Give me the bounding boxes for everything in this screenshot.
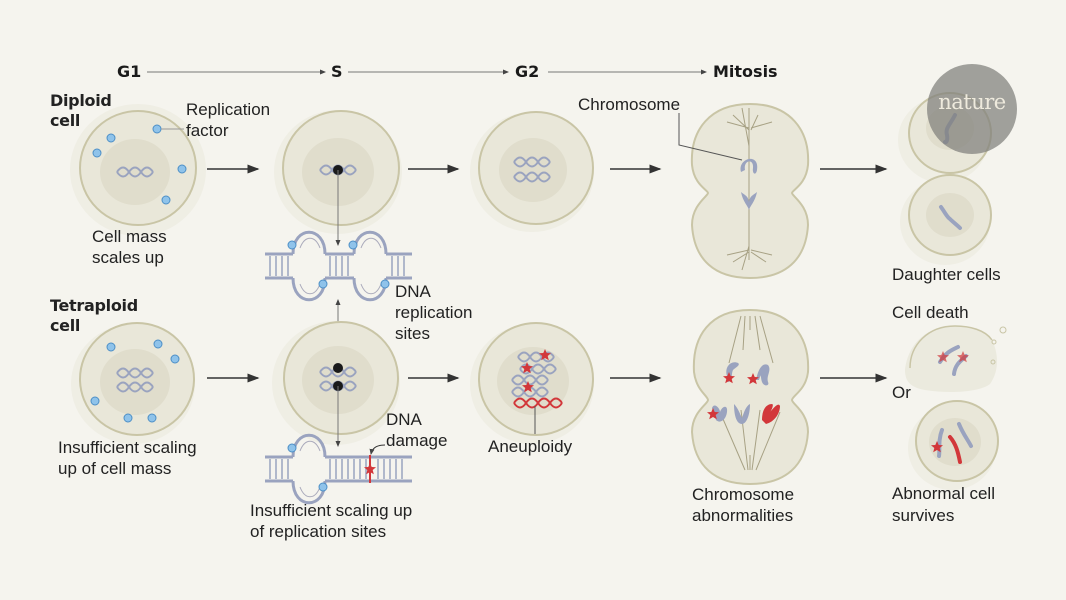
replication-factor-label-2: factor	[186, 121, 229, 140]
daughter-cell-bottom	[900, 174, 992, 265]
insufficient-mass-label: Insufficient scaling	[58, 438, 197, 457]
cell-mass-label: Cell mass	[92, 227, 167, 246]
replication-factor-label: Replication	[186, 100, 271, 119]
tetraploid-s-cell	[272, 321, 400, 447]
daughter-cells-label: Daughter cells	[892, 265, 1001, 284]
nature-logo-text: nature	[938, 90, 1006, 114]
dna-sites-label: DNA	[395, 282, 431, 301]
nature-logo: nature	[927, 64, 1017, 154]
replication-factor-dots	[90, 339, 180, 423]
abnormal-surviving-cell	[908, 400, 999, 490]
chromosome-abnormalities-label: Chromosome	[692, 485, 795, 504]
insufficient-mass-label-2: up of cell mass	[58, 459, 172, 478]
abnormal-cell-label: Abnormal cell	[892, 484, 995, 503]
cell-mass-label-2: scales up	[92, 248, 164, 267]
insufficient-sites-label: Insufficient scaling up	[250, 501, 413, 520]
phase-label-g2: G2	[515, 62, 540, 81]
diploid-title-line2: cell	[50, 111, 81, 130]
chromosome-label: Chromosome	[578, 95, 681, 114]
chromosome-abnormalities-label-2: abnormalities	[692, 506, 794, 525]
insufficient-sites-label-2: of replication sites	[250, 522, 387, 541]
diploid-s-cell	[274, 110, 402, 246]
phase-label-g1: G1	[117, 62, 142, 81]
phase-label-mitosis: Mitosis	[713, 62, 778, 81]
diploid-g1-cell	[70, 104, 206, 236]
dna-damage-label: DNA	[386, 410, 422, 429]
aneuploidy-label: Aneuploidy	[488, 437, 573, 456]
replication-factor-dots	[287, 240, 390, 289]
replication-factor-dots	[287, 443, 328, 492]
dna-damage-pointer	[369, 444, 386, 455]
phase-label-s: S	[331, 62, 343, 81]
diploid-g2-cell	[470, 111, 594, 232]
tetraploid-title-line2: cell	[50, 316, 81, 335]
or-label: Or	[892, 383, 911, 402]
diploid-title-line1: Diploid	[50, 91, 112, 110]
dna-sites-label-2: replication	[395, 303, 473, 322]
tetraploid-g2-cell	[470, 322, 594, 444]
replication-factor-dots	[92, 124, 187, 205]
abnormal-cell-label-2: survives	[892, 506, 955, 525]
dna-damage-label-2: damage	[386, 431, 448, 450]
dna-sites-label-3: sites	[395, 324, 430, 343]
dna-damage-diagram	[265, 433, 412, 505]
tetraploid-mitosis-cell	[690, 308, 810, 486]
tetraploid-g1-cell	[71, 322, 195, 444]
diploid-mitosis-cell	[678, 102, 810, 280]
tetraploid-title-line1: Tetraploid	[50, 296, 138, 315]
dying-cell	[905, 325, 1007, 392]
cell-death-label: Cell death	[892, 303, 969, 322]
